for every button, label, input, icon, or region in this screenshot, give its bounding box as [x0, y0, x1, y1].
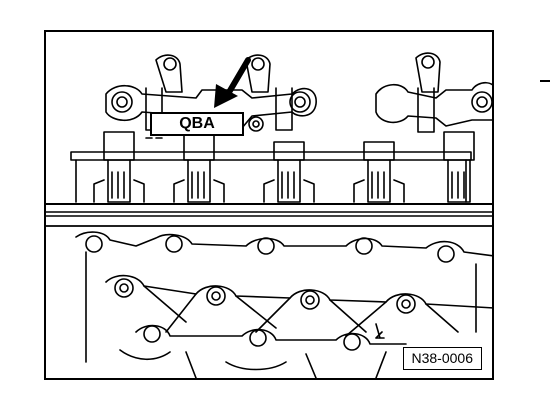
arrow-down-left-icon	[214, 57, 251, 108]
cylinder-head-drawing	[46, 52, 492, 378]
figure-code-label: N38-0006	[402, 347, 482, 370]
engine-code-label: QBA	[150, 112, 244, 136]
dash-mark-icon	[540, 80, 550, 82]
diagram-frame: QBA N38-0006	[44, 30, 494, 380]
